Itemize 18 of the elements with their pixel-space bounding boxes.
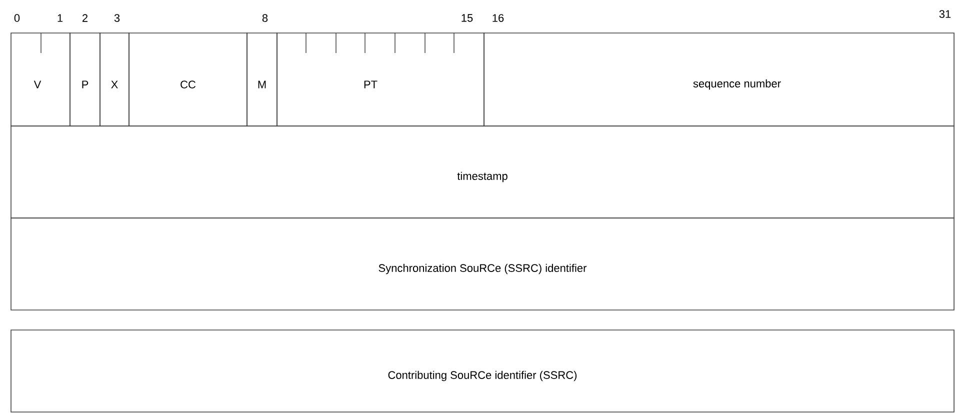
field-box: V [10, 32, 70, 126]
bit-number: 15 [462, 14, 473, 22]
bit-number: 31 [939, 10, 951, 18]
field-box: timestamp [10, 126, 954, 218]
field-box: P [70, 32, 100, 126]
field-box: X [100, 32, 130, 126]
field-box: PT [276, 32, 484, 126]
bit-number: 16 [492, 14, 504, 22]
bit-number: 2 [82, 14, 88, 22]
bit-number: 8 [262, 14, 268, 22]
field-box: M [246, 32, 278, 126]
bit-number: 3 [114, 14, 120, 22]
field-box: CC [128, 32, 248, 126]
field-box: Synchronization SouRCe (SSRC) identifier [10, 218, 954, 310]
bit-number: 0 [14, 14, 20, 22]
field-box: sequence number [484, 32, 954, 126]
field-box: Contributing SouRCe identifier (SSRC) [10, 330, 954, 412]
bit-number: 1 [58, 14, 63, 22]
